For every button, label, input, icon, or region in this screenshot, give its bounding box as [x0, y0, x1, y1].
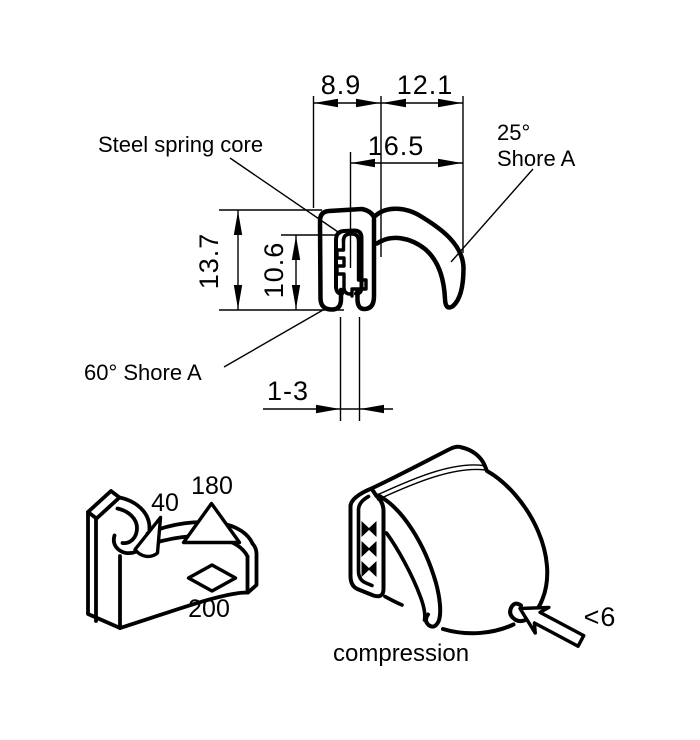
arrow	[351, 158, 375, 168]
leader-lip-hardness	[450, 168, 534, 263]
arrow	[291, 285, 301, 309]
core-tooth	[361, 541, 370, 557]
compression-arrow-icon	[518, 605, 586, 648]
bracket-plate-top-face	[86, 489, 122, 521]
steel-core-top	[341, 232, 361, 243]
iso-bulb-inner	[384, 531, 427, 622]
iso-steel-core-teeth	[361, 521, 377, 577]
compression-view: <6 compression	[333, 444, 617, 667]
dim-lip-width: 16.5	[368, 131, 425, 161]
arrow	[291, 236, 301, 260]
label-lip-hardness-scale: Shore A	[497, 146, 576, 171]
compression-caption: compression	[333, 640, 469, 667]
arrow	[233, 211, 243, 235]
bracket-plate-outer	[86, 510, 122, 630]
arrow	[356, 98, 380, 108]
core-tooth	[368, 561, 377, 577]
seal-profile	[317, 206, 466, 312]
iso-pinstripe-1	[375, 464, 484, 497]
arrow	[382, 98, 406, 108]
profile-inner-lip-left	[334, 285, 344, 296]
radius-inner-value: 40	[151, 489, 179, 517]
dim-top-left: 8.9	[321, 70, 362, 100]
dim-grip-range: 1-3	[267, 376, 309, 406]
label-steel-core: Steel spring core	[98, 132, 263, 157]
iso-foot-edge	[383, 594, 404, 607]
profile-inner-lining	[334, 228, 364, 289]
core-tooth	[368, 541, 377, 557]
extension-lines	[219, 96, 464, 421]
arrow	[438, 158, 462, 168]
arrow	[438, 98, 462, 108]
leader-lines	[223, 157, 534, 368]
iso-top-ridge	[369, 444, 464, 491]
labels: Steel spring core 25° Shore A 60° Shore …	[84, 120, 576, 385]
steel-core-toothed-wall	[335, 237, 352, 296]
iso-bulb-outer	[376, 493, 443, 629]
core-tooth	[361, 561, 370, 577]
arrow	[360, 404, 384, 414]
dim-inner-height: 10.6	[259, 242, 289, 299]
label-body-hardness: 60° Shore A	[84, 360, 202, 385]
bracket-band-bottom	[118, 590, 250, 630]
leader-body-hardness	[223, 309, 324, 368]
profile-right-wall	[355, 216, 377, 312]
radius-wedge-symbol	[133, 515, 163, 559]
compression-max-value: <6	[584, 602, 617, 632]
arrow	[233, 285, 243, 309]
iso-pinstripe-2	[376, 468, 486, 501]
dimension-texts: 8.9 12.1 16.5 13.7 10.6 1-3	[194, 70, 454, 406]
core-tooth	[368, 521, 377, 537]
bend-radii-view: 40 180 200	[86, 472, 259, 630]
bracket-band-end-back	[246, 541, 259, 595]
cross-section-view: 8.9 12.1 16.5 13.7 10.6 1-3 Steel spring…	[84, 70, 576, 421]
profile-bulb	[371, 206, 466, 310]
dim-top-right: 12.1	[397, 70, 454, 100]
radius-concave-value: 200	[188, 595, 230, 623]
label-lip-hardness-deg: 25°	[497, 120, 530, 145]
dim-height: 13.7	[194, 233, 224, 290]
arrow	[316, 404, 340, 414]
radius-convex-value: 180	[191, 472, 233, 500]
radius-triangle-symbol	[181, 501, 242, 545]
iso-front-face-inner	[356, 494, 374, 588]
iso-front-face-outer	[348, 486, 386, 599]
dimension-arrows	[233, 98, 462, 414]
iso-right-silhouette	[460, 445, 550, 623]
radius-diamond-symbol	[186, 563, 238, 593]
bracket-curl-inner	[115, 506, 139, 545]
leader-steel-core	[229, 157, 342, 235]
profile-outer-left-wall	[317, 206, 377, 312]
core-tooth	[361, 521, 370, 537]
arrow	[314, 98, 338, 108]
iso-bottom-edge	[441, 622, 516, 636]
steel-core-right-foot	[350, 239, 368, 298]
